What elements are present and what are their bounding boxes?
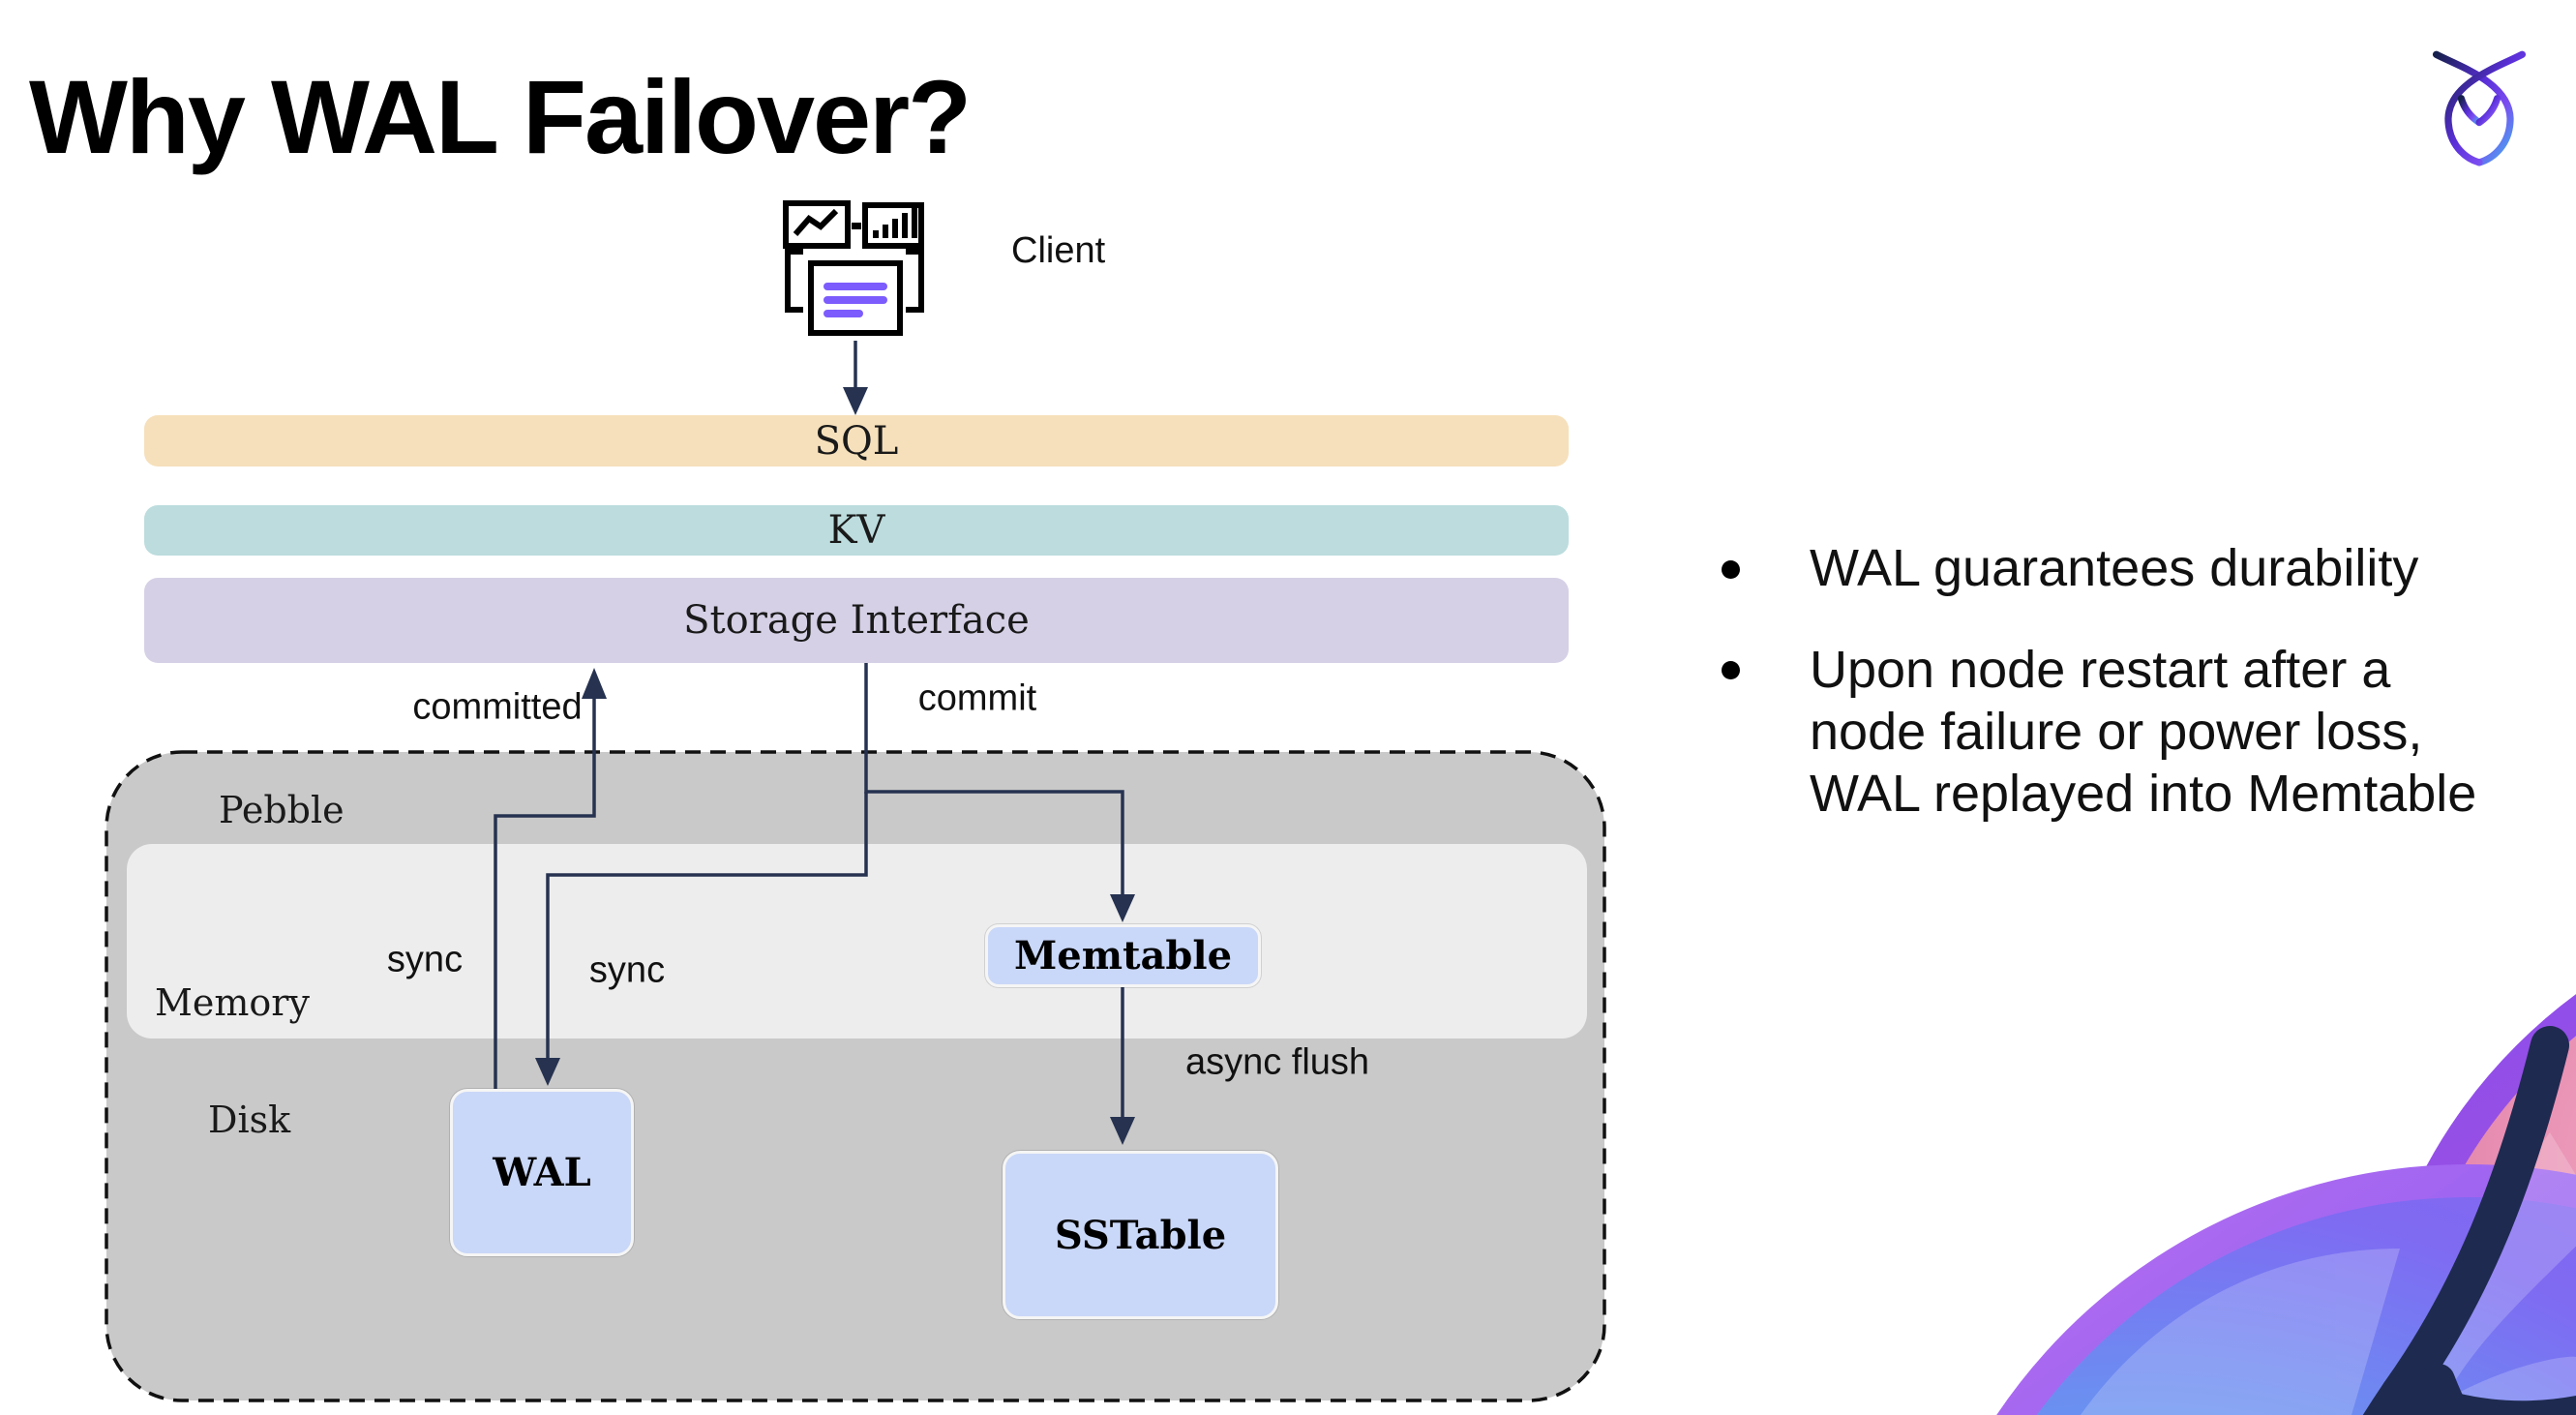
layer-kv-label: KV — [827, 508, 885, 553]
layer-storage-label: Storage Interface — [683, 598, 1030, 643]
page-title: Why WAL Failover? — [29, 58, 972, 175]
layer-kv: KV — [144, 505, 1569, 556]
client-label: Client — [1011, 230, 1106, 271]
brand-spheres-decoration-icon — [1996, 994, 2576, 1415]
arrowheads — [535, 387, 1135, 1145]
edge-label-async-flush: async flush — [1184, 1041, 1370, 1083]
leaf-veins — [2362, 1026, 2576, 1415]
memory-label: Memory — [155, 981, 310, 1024]
wal-label: WAL — [493, 1150, 591, 1195]
memtable-box: Memtable — [985, 924, 1261, 987]
client-icon — [783, 200, 924, 336]
bullet-dot — [1722, 560, 1740, 579]
layer-sql: SQL — [144, 415, 1569, 467]
edge-label-commit: commit — [917, 677, 1037, 719]
cockroachdb-logo-icon — [2432, 50, 2527, 166]
bullet-dot — [1722, 661, 1740, 679]
sstable-label: SSTable — [1054, 1212, 1227, 1258]
sstable-box: SSTable — [1003, 1151, 1278, 1319]
edges — [494, 341, 1124, 1119]
bullet-item: Upon node restart after a node failure o… — [1810, 641, 2477, 823]
wal-box: WAL — [450, 1089, 634, 1256]
memtable-label: Memtable — [1013, 933, 1233, 978]
edge-label-sync-left: sync — [386, 939, 464, 980]
dash-connector — [852, 223, 861, 229]
disk-label: Disk — [208, 1099, 291, 1141]
layer-storage-interface: Storage Interface — [144, 578, 1569, 663]
pebble-label: Pebble — [219, 789, 344, 831]
edge-label-committed: committed — [412, 686, 583, 728]
edge-label-sync-right: sync — [588, 949, 666, 991]
layer-sql-label: SQL — [814, 418, 899, 464]
bar-chart-glyph — [873, 207, 917, 238]
memory-region — [127, 844, 1587, 1039]
bullet-item: WAL guarantees durability — [1810, 539, 2419, 597]
document-lines-glyph — [824, 283, 887, 317]
